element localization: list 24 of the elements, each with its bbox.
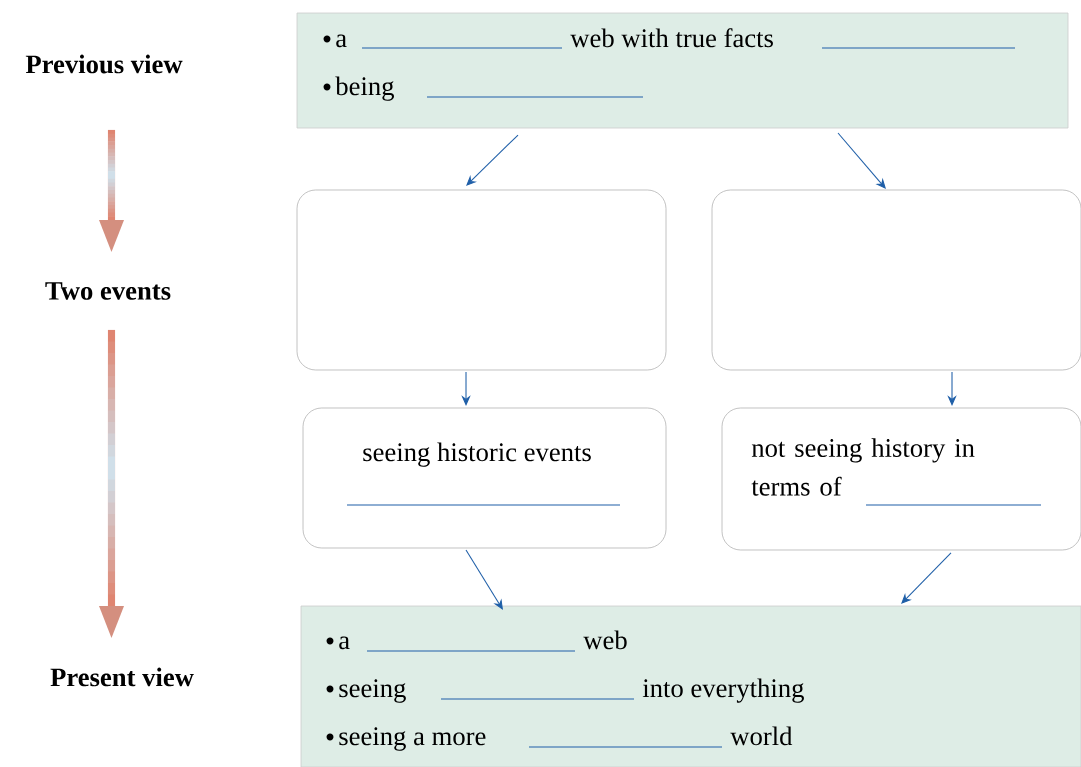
stage-label: Previous view [25, 54, 183, 74]
rounded-box [296, 189, 667, 371]
bullet-text: seeing [339, 679, 406, 703]
bullet-text: world [730, 726, 793, 746]
bullet-text: a [336, 34, 347, 48]
bullet-text: being [335, 76, 394, 101]
rounded-box [711, 189, 1081, 371]
bullet-text: web [583, 630, 627, 650]
arrow [466, 134, 519, 186]
answer-panel [296, 12, 1069, 129]
arrow [837, 132, 886, 189]
arrow [901, 552, 952, 604]
stage-label: Present view [50, 667, 194, 687]
answer-panel [300, 605, 1081, 767]
rounded-box [721, 407, 1081, 551]
bullet-text: seeing a more [339, 727, 486, 751]
bullet-text: into everything [642, 678, 804, 703]
box-text: not seeing history in terms of [751, 438, 975, 496]
bullet-text: a [339, 636, 350, 650]
box-text: seeing historic events [363, 442, 591, 467]
arrow [465, 549, 503, 610]
rounded-box [302, 407, 667, 549]
bullet-text: web with true facts [570, 28, 773, 48]
stage-label: Two events [45, 282, 171, 300]
